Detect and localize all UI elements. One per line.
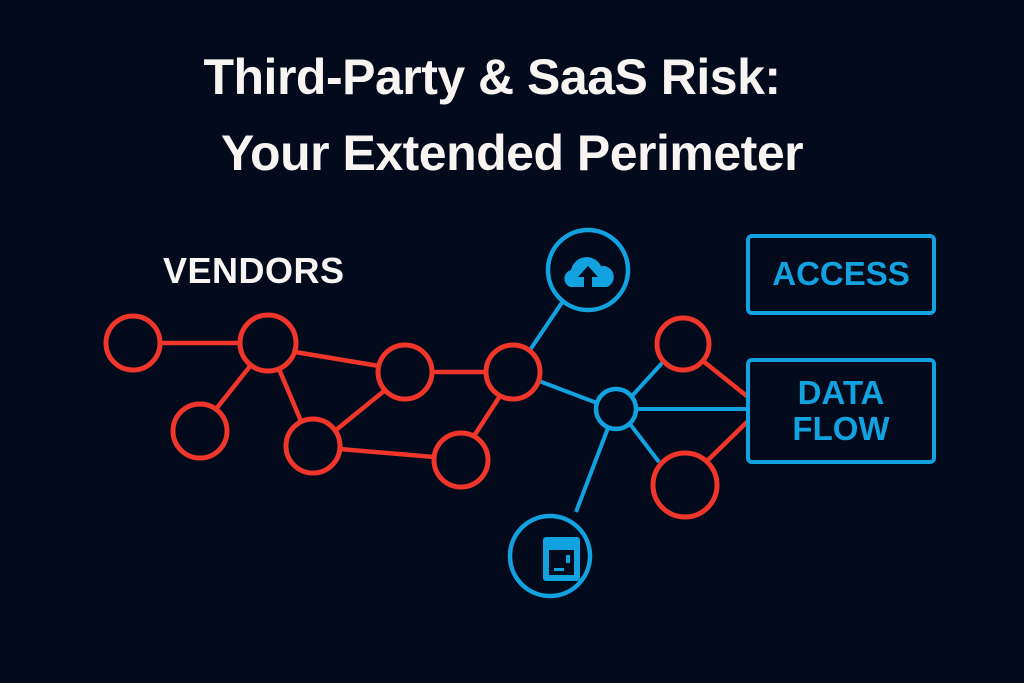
vendor-node: [103, 313, 163, 373]
cloud-upload-icon: [564, 257, 614, 289]
vendor-node: [654, 315, 712, 373]
data-flow-label-line-1: DATA: [797, 373, 885, 411]
vendor-node: [483, 342, 543, 402]
vendor-node: [237, 312, 299, 374]
title-line-1: Third-Party & SaaS Risk:: [203, 49, 781, 105]
vendor-node: [650, 450, 720, 520]
vendors-label: VENDORS: [163, 250, 345, 291]
title-line-2: Your Extended Perimeter: [220, 125, 804, 181]
data-flow-label-line-2: FLOW: [792, 410, 890, 447]
vendor-node: [431, 430, 491, 490]
vendor-nodes: [103, 312, 720, 520]
hub-node: [593, 386, 639, 432]
blue-edges: [528, 299, 748, 513]
vendor-node: [375, 342, 435, 402]
document-icon: [543, 537, 580, 581]
vendor-node: [170, 401, 230, 461]
red-edges: [160, 340, 750, 464]
access-label: ACCESS: [772, 255, 910, 293]
access-box: ACCESS: [746, 234, 936, 315]
vendor-node: [283, 416, 343, 476]
data-flow-box: DATA FLOW: [746, 358, 936, 464]
